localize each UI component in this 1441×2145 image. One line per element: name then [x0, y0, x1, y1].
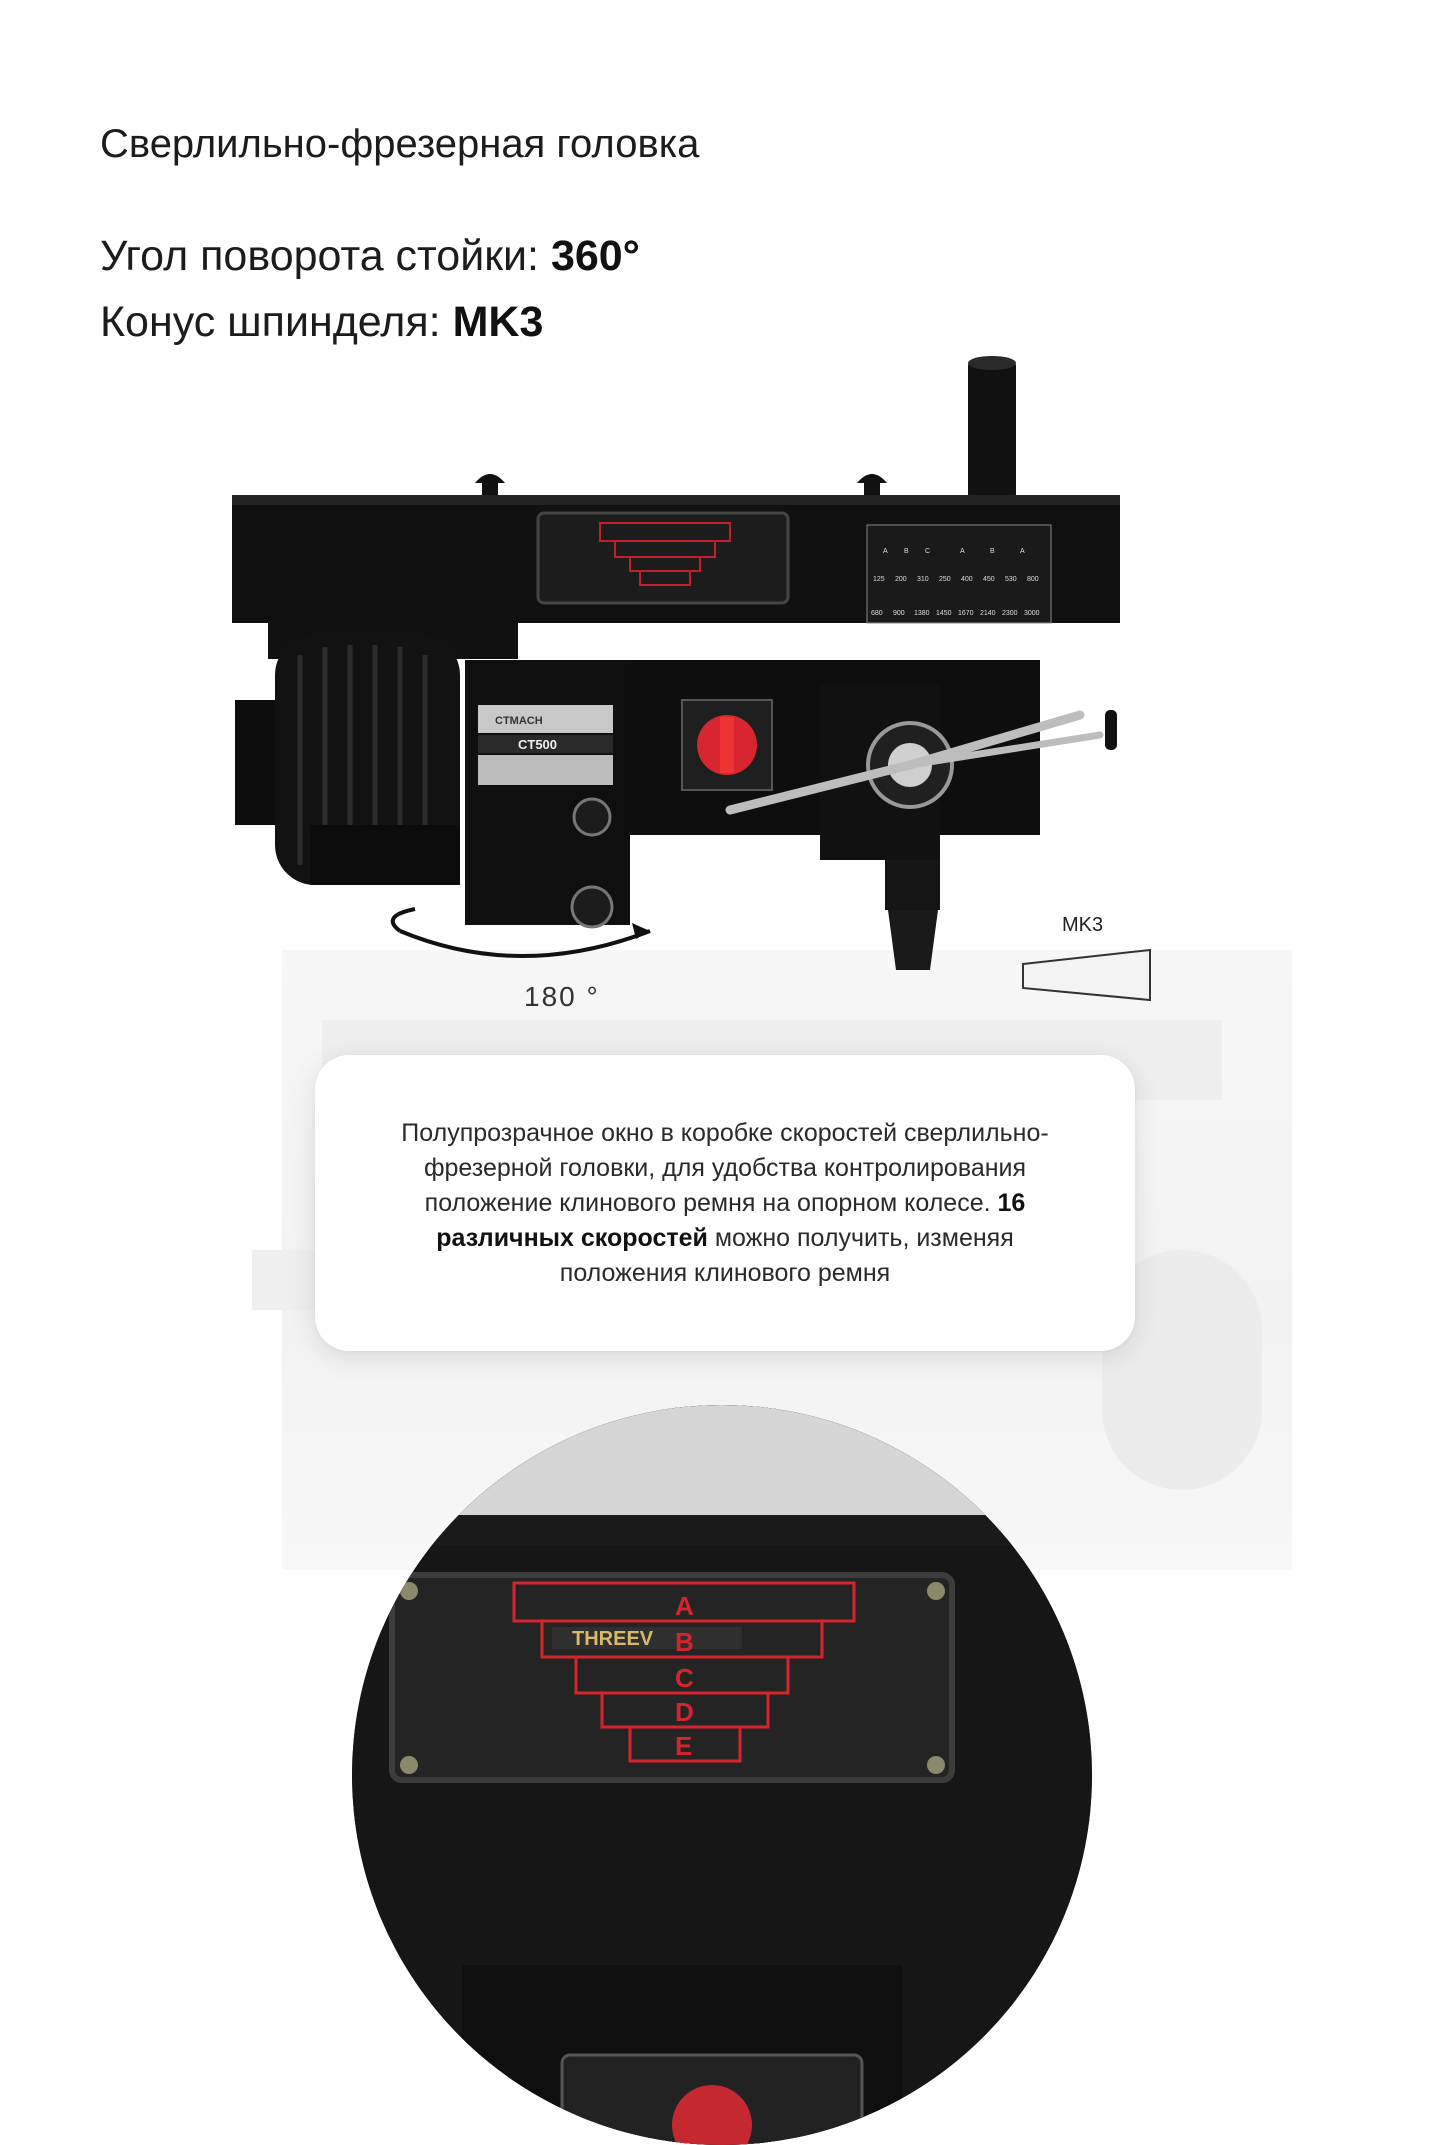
page-heading: Сверлильно-фрезерная головка: [100, 122, 700, 166]
spec-taper-label: Конус шпинделя:: [100, 298, 453, 346]
spec-rotation-value: 360°: [550, 232, 640, 280]
svg-text:1450: 1450: [936, 610, 952, 617]
svg-text:3000: 3000: [1024, 610, 1040, 617]
plate-model: CT500: [518, 737, 557, 752]
svg-text:800: 800: [1027, 576, 1039, 583]
spindle-nose: [885, 860, 940, 910]
svg-text:A: A: [883, 548, 888, 555]
info-text-part: можно получить, изменяя положения клинов…: [559, 1223, 1014, 1287]
top-knob: [857, 474, 887, 495]
plate-brand: CTMACH: [495, 715, 543, 727]
svg-text:450: 450: [983, 576, 995, 583]
control-button: [570, 885, 614, 929]
rotation-arrow: [399, 929, 651, 958]
speed-table: A B C A B A 125 200 310 250 400 450 530 …: [871, 548, 1040, 617]
svg-text:1670: 1670: [958, 610, 974, 617]
pulley-letter: A: [675, 1591, 694, 1621]
svg-text:A: A: [1020, 548, 1025, 555]
drill-head-illustration: A B C A B A 125 200 310 250 400 450 530 …: [232, 356, 1120, 970]
zoom-detail-circle: THREEV A B C D E: [352, 1405, 1092, 2145]
svg-text:125: 125: [873, 576, 885, 583]
transparent-window-frame: [389, 1572, 955, 1783]
rotation-angle-label: 180 °: [524, 981, 600, 1012]
spec-taper-value: MK3: [452, 298, 544, 346]
svg-text:B: B: [904, 548, 909, 555]
speed-table-plate: [866, 524, 1052, 624]
spec-rotation-label: Угол поворота стойки:: [100, 232, 551, 280]
info-text: Полупрозрачное окно в коробке скоростей …: [385, 1116, 1065, 1291]
zoom-window-illustration: THREEV A B C D E: [352, 1405, 1092, 2145]
name-plate: [478, 705, 613, 733]
pulley-letter: C: [675, 1663, 694, 1693]
svg-text:1380: 1380: [914, 610, 930, 617]
pulley-letter: D: [675, 1697, 694, 1727]
pulley-letter: B: [675, 1627, 694, 1657]
head-body: [465, 660, 630, 925]
window-screw: [927, 1582, 945, 1600]
svg-text:C: C: [925, 548, 930, 555]
control-button: [572, 797, 612, 837]
svg-text:400: 400: [961, 576, 973, 583]
info-card: Полупрозрачное окно в коробке скоростей …: [315, 1055, 1135, 1351]
window-screw: [400, 1582, 418, 1600]
spec-rotation-angle: Угол поворота стойки: 360°: [100, 232, 640, 281]
svg-text:900: 900: [893, 610, 905, 617]
info-text-bold: 16 различных скоростей: [436, 1188, 1026, 1252]
feed-lever: [725, 760, 915, 815]
top-knob: [475, 474, 505, 495]
info-text-part: Полупрозрачное окно в коробке скоростей …: [401, 1118, 1049, 1217]
svg-text:A: A: [960, 548, 965, 555]
window-screw: [927, 1756, 945, 1774]
svg-text:530: 530: [1005, 576, 1017, 583]
svg-text:2300: 2300: [1002, 610, 1018, 617]
svg-text:680: 680: [871, 610, 883, 617]
svg-text:200: 200: [895, 576, 907, 583]
svg-text:B: B: [990, 548, 995, 555]
svg-text:2140: 2140: [980, 610, 996, 617]
motor-fan-cover: [235, 700, 280, 825]
pulley-steps: [512, 1581, 856, 1763]
spindle-tube: [968, 360, 1016, 500]
electric-motor: [275, 635, 460, 885]
svg-text:310: 310: [917, 576, 929, 583]
drill-chuck: [888, 910, 938, 970]
svg-text:250: 250: [939, 576, 951, 583]
window-screw: [400, 1756, 418, 1774]
spec-spindle-taper: Конус шпинделя: MK3: [100, 298, 543, 347]
belt: [552, 1627, 742, 1649]
taper-shape-icon: [1022, 948, 1151, 1002]
belt-brand: THREEV: [572, 1628, 654, 1650]
taper-tag-label: MK3: [1062, 914, 1104, 936]
pulley-letter: E: [675, 1731, 692, 1761]
